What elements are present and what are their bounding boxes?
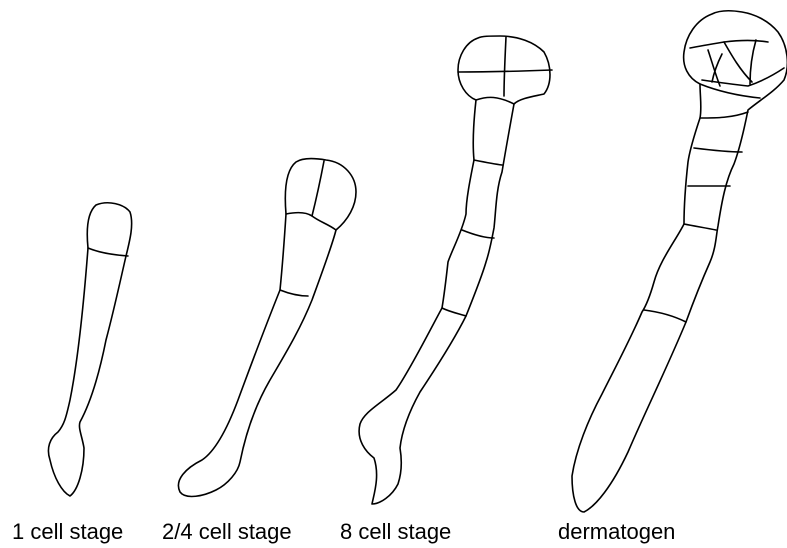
embryo-2-base-wall xyxy=(280,290,308,296)
embryo-4-wall-1 xyxy=(700,112,748,118)
embryo-4-head-wall-c xyxy=(724,42,752,82)
embryo-8-cell-stage xyxy=(359,36,552,504)
embryo-4-outline xyxy=(572,11,787,512)
embryo-3-outline xyxy=(359,36,550,504)
embryo-4-wall-5 xyxy=(644,310,686,322)
embryo-2-4-cell-stage xyxy=(178,159,356,497)
embryo-4-wall-2 xyxy=(694,148,742,152)
label-2-4-cell-stage: 2/4 cell stage xyxy=(162,518,292,548)
label-8-cell-stage: 8 cell stage xyxy=(340,518,451,548)
embryo-3-head-base-wall xyxy=(476,97,514,104)
embryo-4-head-wall-d xyxy=(750,40,756,84)
embryo-dermatogen xyxy=(572,11,787,512)
embryo-1-cell-wall xyxy=(88,248,128,256)
embryo-2-vertical-wall xyxy=(312,161,324,216)
embryo-1-cell-stage xyxy=(48,203,131,496)
embryo-3-wall-2 xyxy=(462,230,494,238)
embryo-2-outline xyxy=(178,159,356,497)
embryo-3-vertical-wall xyxy=(504,37,506,96)
embryo-4-head-base-wall xyxy=(700,84,760,98)
embryo-2-cross-wall xyxy=(286,213,336,230)
label-1-cell-stage: 1 cell stage xyxy=(12,518,123,548)
embryo-3-wall-3 xyxy=(442,308,466,316)
embryo-3-wall-1 xyxy=(474,160,502,165)
embryo-4-wall-4 xyxy=(684,224,716,230)
label-dermatogen: dermatogen xyxy=(558,518,675,548)
embryo-1-outline xyxy=(48,203,131,496)
